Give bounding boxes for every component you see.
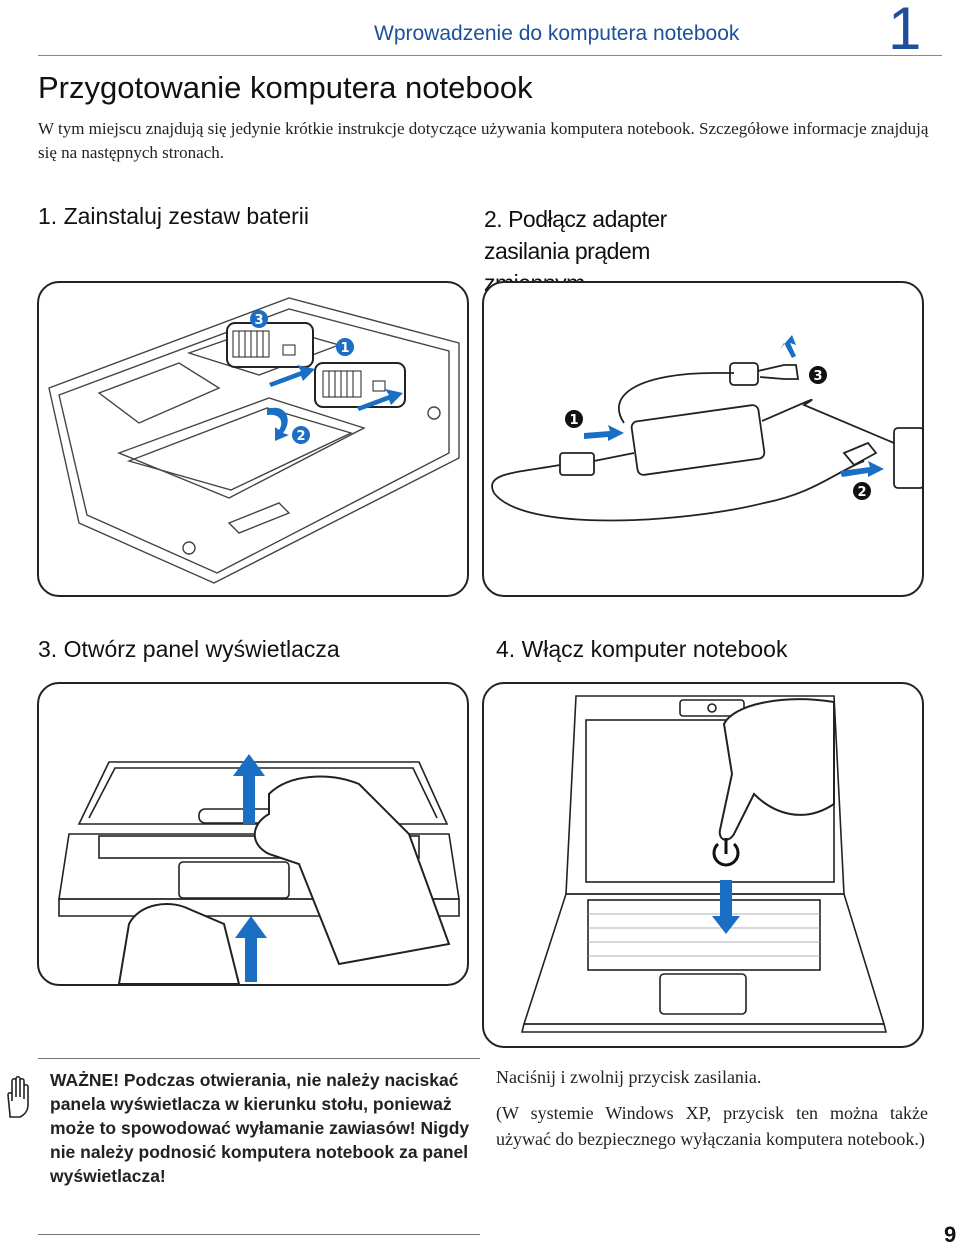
warning-divider-bottom bbox=[38, 1234, 480, 1235]
adapter-illustration-svg: 3 1 2 bbox=[491, 335, 922, 522]
open-arrow-up bbox=[233, 754, 265, 824]
adapter-arrow-1 bbox=[584, 425, 624, 441]
callout-3: 3 bbox=[254, 313, 263, 328]
pressing-hand-illustration bbox=[718, 698, 835, 841]
step-1-label: 1. Zainstaluj zestaw baterii bbox=[38, 203, 310, 229]
battery-illustration-svg: 3 1 2 bbox=[48, 297, 460, 584]
warning-text: WAŻNE! Podczas otwierania, nie należy na… bbox=[50, 1070, 470, 1186]
hand-illustration bbox=[253, 775, 451, 966]
battery-lock-right bbox=[314, 362, 406, 408]
step-4-label: 4. Włącz komputer notebook bbox=[496, 636, 788, 662]
adapter-arrow-2 bbox=[840, 461, 884, 477]
warning-divider-top bbox=[38, 1058, 480, 1059]
open-arrow-lower bbox=[235, 916, 267, 982]
battery-install-illustration: 3 1 2 bbox=[37, 281, 469, 597]
hand-icon bbox=[7, 1075, 29, 1118]
chapter-number: 1 bbox=[888, 0, 922, 62]
intro-paragraph: W tym miejscu znajdują się jedynie krótk… bbox=[38, 119, 929, 162]
power-icon bbox=[712, 838, 740, 867]
arrow-1 bbox=[357, 389, 403, 411]
power-on-svg bbox=[520, 695, 888, 1033]
power-on-illustration bbox=[482, 682, 924, 1048]
callout-2: 2 bbox=[296, 429, 305, 444]
power-arrow bbox=[712, 880, 740, 934]
step-3-label: 3. Otwórz panel wyświetlacza bbox=[38, 636, 340, 662]
arrow-3 bbox=[269, 365, 315, 387]
page-number: 9 bbox=[944, 1222, 957, 1247]
power-note-line-2: (W systemie Windows XP, przycisk ten moż… bbox=[496, 1103, 928, 1149]
callout-1: 1 bbox=[340, 341, 349, 356]
power-note-line-1: Naciśnij i zwolnij przycisk zasilania. bbox=[496, 1067, 762, 1087]
adapter-callout-3: 3 bbox=[813, 369, 822, 384]
open-display-illustration bbox=[37, 682, 469, 986]
adapter-callout-2: 2 bbox=[857, 485, 866, 500]
ac-adapter-illustration: 3 1 2 bbox=[482, 281, 924, 597]
adapter-arrow-3 bbox=[780, 335, 796, 358]
arrow-2 bbox=[267, 407, 289, 441]
chapter-title: Wprowadzenie do komputera notebook bbox=[374, 22, 740, 45]
power-note: Naciśnij i zwolnij przycisk zasilania. (… bbox=[496, 1064, 928, 1162]
adapter-callout-1: 1 bbox=[569, 413, 578, 428]
battery-lock-left bbox=[226, 322, 314, 368]
open-display-svg bbox=[58, 754, 460, 984]
page-title: Przygotowanie komputera notebook bbox=[38, 70, 533, 105]
header-divider bbox=[38, 55, 942, 56]
hand-lower-illustration bbox=[117, 903, 241, 984]
